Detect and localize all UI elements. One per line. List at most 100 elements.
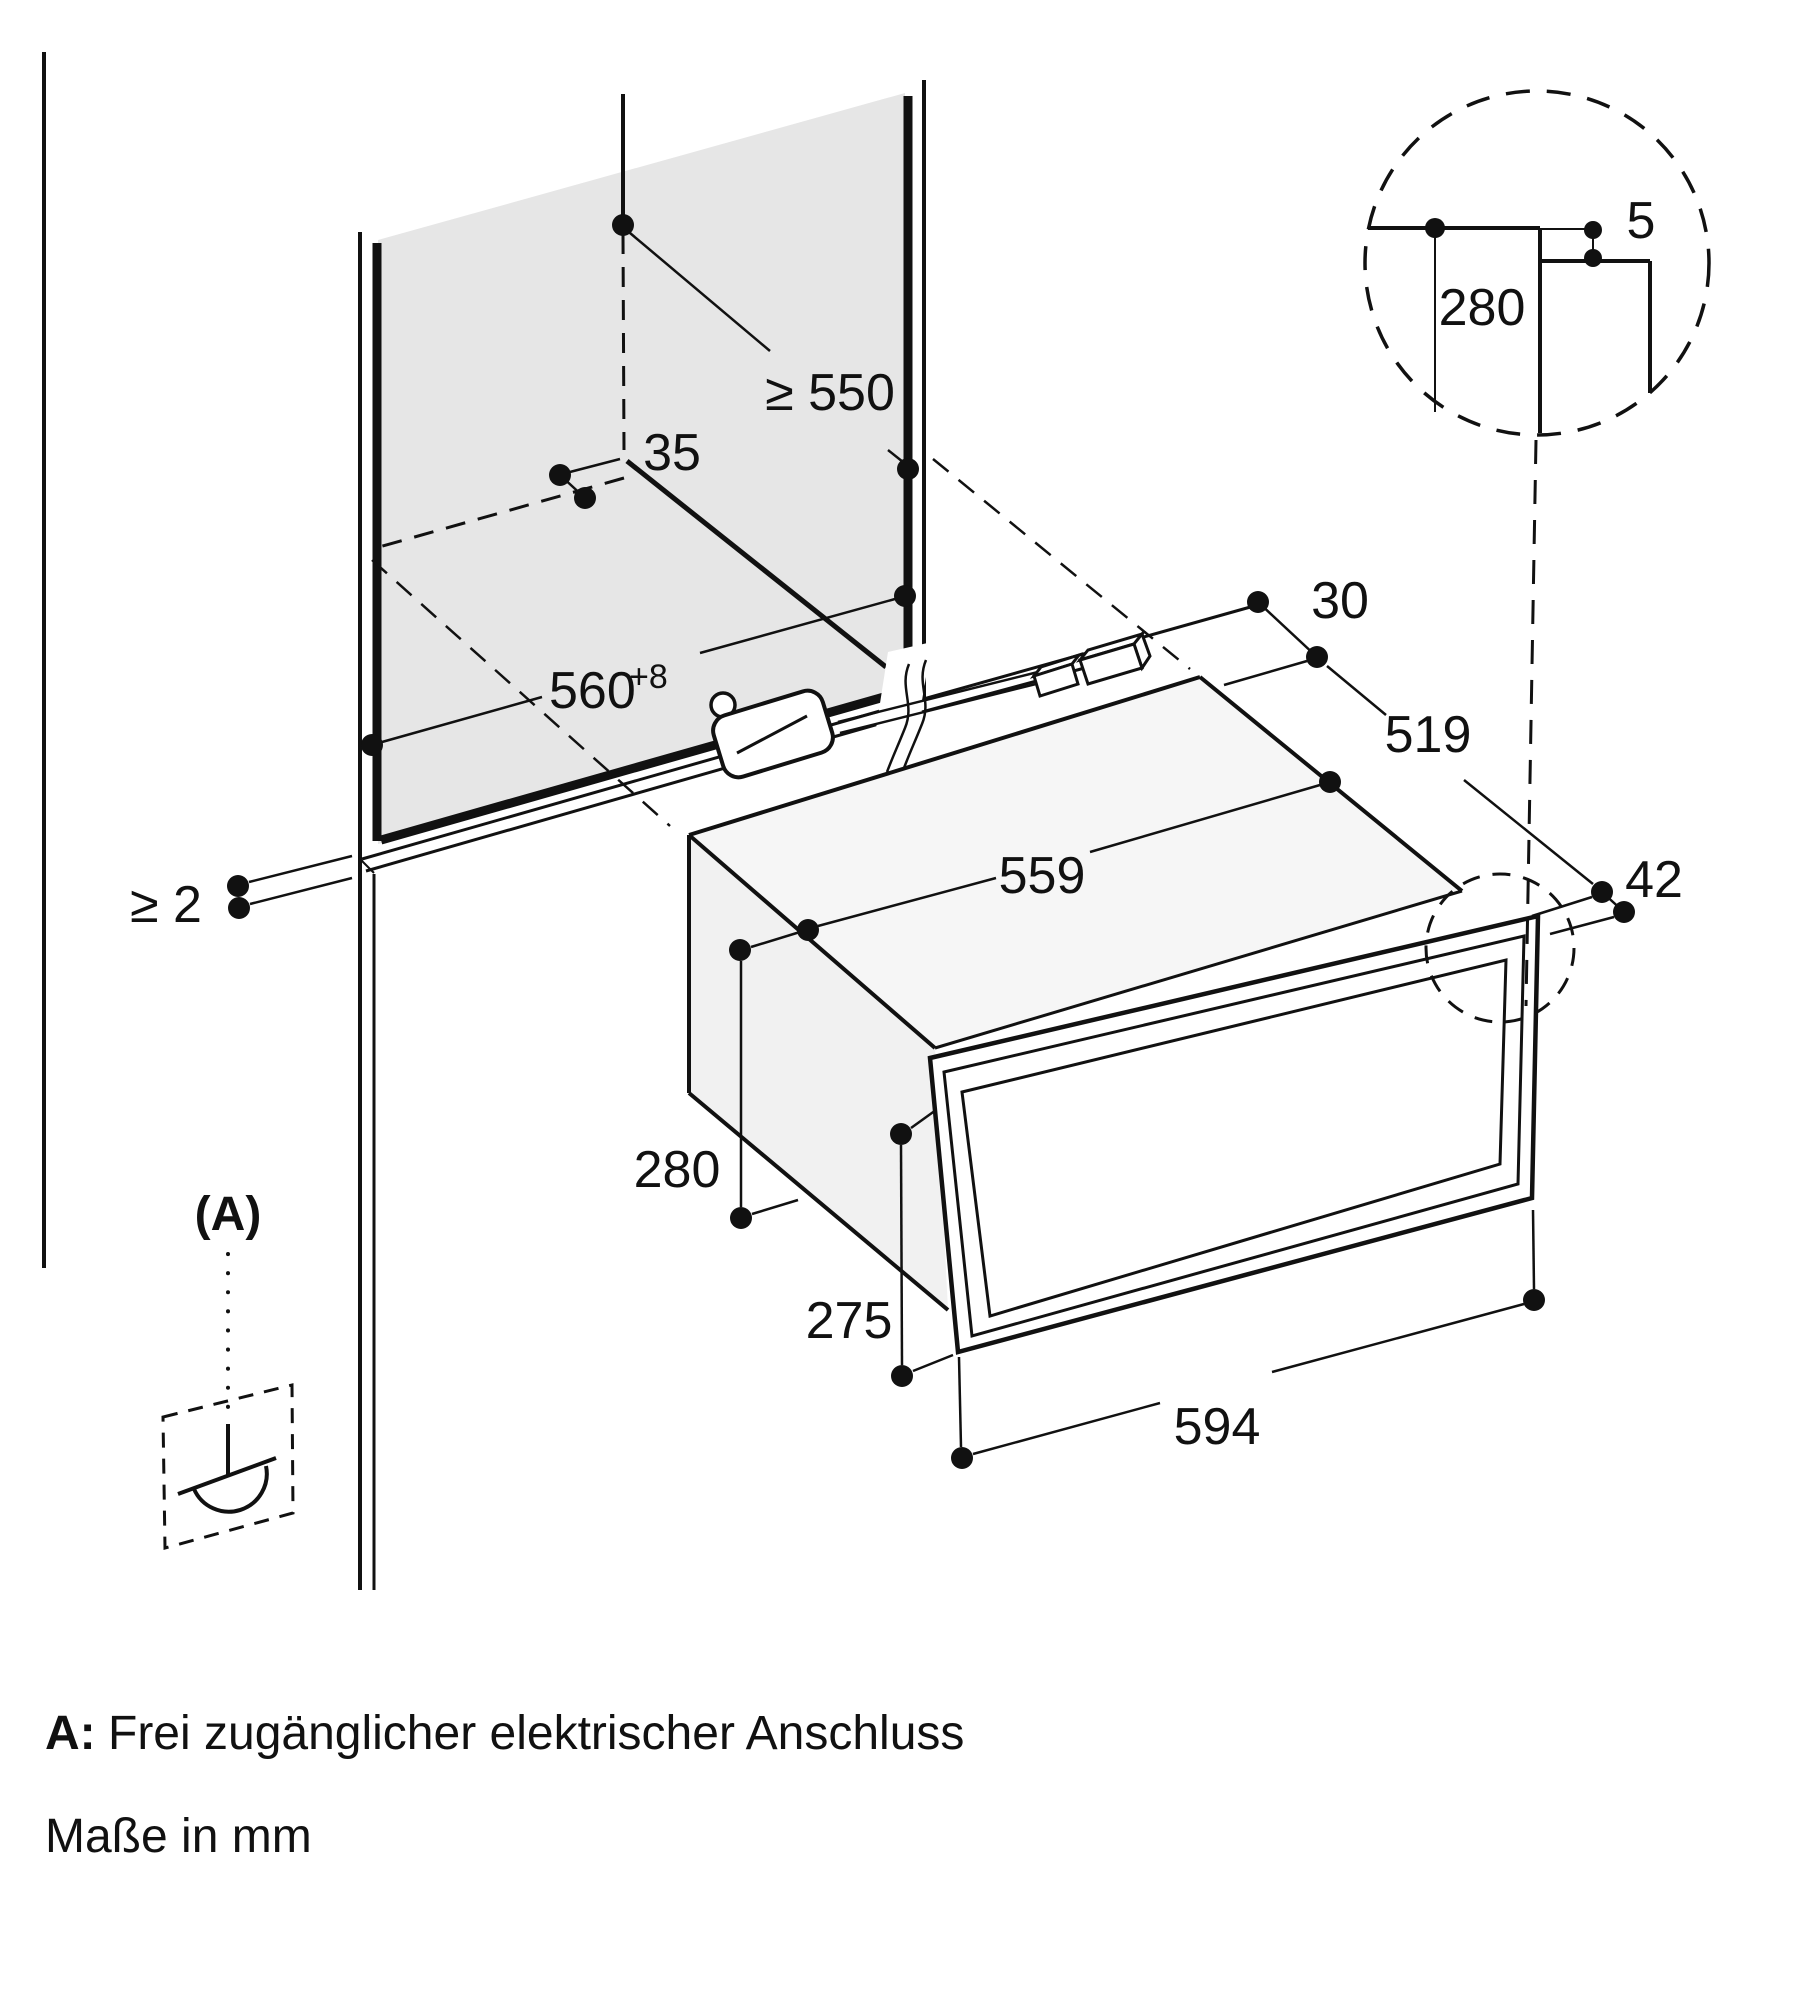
dimension-labels: ≥ 550 35 560 +8 ≥ 2 30 519 42 559 280 27… <box>130 192 1683 1456</box>
front-frame-middle <box>942 934 1526 1338</box>
point-front-height-bottom <box>891 1365 913 1387</box>
point-detail-overlap-a <box>1584 221 1602 239</box>
dim-body-depth-seg2 <box>1463 779 1594 885</box>
dim-front-gap-leader2 <box>249 876 353 906</box>
point-body-height-bottom <box>730 1207 752 1229</box>
label-frame-offset: 42 <box>1625 851 1683 909</box>
power-cable-upper <box>837 670 1039 724</box>
front-frame-outer <box>927 913 1541 1355</box>
legend-key: A: <box>45 1707 96 1760</box>
front-frame-inner-door <box>960 958 1508 1318</box>
label-rear-clearance: 35 <box>643 424 701 482</box>
counter-and-cable <box>709 604 1255 782</box>
appliance-top-face <box>689 677 1462 1048</box>
point-front-width-left <box>951 1447 973 1469</box>
label-detail-height: 280 <box>1439 279 1526 337</box>
detail-views <box>1363 89 1711 1024</box>
label-front-height: 275 <box>806 1292 893 1350</box>
dim-frame-offset-ext2 <box>1549 915 1615 936</box>
break-mask <box>868 642 932 782</box>
point-front-width-right <box>1523 1289 1545 1311</box>
dim-front-height-leader-top <box>910 1108 937 1130</box>
point-body-height-top <box>729 939 751 961</box>
power-cable-lower <box>839 681 1041 735</box>
point-body-width-right <box>1319 771 1341 793</box>
detail-zoom-circle <box>1363 89 1711 437</box>
dim-body-width-seg1 <box>817 876 997 928</box>
appliance-side-bottom-edge <box>687 1091 950 1312</box>
dim-niche-width-seg1 <box>381 695 543 744</box>
grommet-edge <box>736 714 808 755</box>
break-squiggle-left <box>885 663 911 773</box>
cable-grommet <box>709 688 835 780</box>
point-body-width-left <box>797 919 819 941</box>
niche-hidden-corner-line <box>621 233 626 451</box>
legend: A: Frei zugänglicher elektrischer Anschl… <box>45 1707 964 1863</box>
projection-line-left <box>371 559 671 827</box>
point-frame-offset-a <box>1591 881 1613 903</box>
dim-front-width-ext-left <box>957 1356 963 1448</box>
dim-plug-offset-line <box>1257 601 1318 658</box>
niche-floor-corner-join <box>359 858 375 874</box>
dim-front-width-seg1 <box>972 1401 1161 1456</box>
point-niche-depth-top <box>612 214 634 236</box>
point-frame-offset-b <box>1613 901 1635 923</box>
point-rear-clearance-b <box>574 487 596 509</box>
dim-body-height-leader-bottom <box>751 1198 799 1216</box>
point-front-height-top <box>890 1123 912 1145</box>
label-body-height: 280 <box>634 1141 721 1199</box>
niche-back-panel <box>378 93 905 844</box>
detail-source-circle <box>1424 872 1576 1024</box>
dimension-lines <box>248 232 1625 1456</box>
dim-body-width-seg2 <box>1089 783 1321 854</box>
label-front-gap: ≥ 2 <box>130 876 202 934</box>
appliance <box>687 675 1541 1355</box>
dim-body-depth-seg1 <box>1326 665 1387 716</box>
measurement-points <box>227 214 1635 1469</box>
dim-rear-clearance-leader <box>565 457 621 475</box>
dim-niche-depth-seg2 <box>887 449 904 463</box>
point-front-gap-b <box>228 897 250 919</box>
detail-link-line <box>1524 439 1538 1007</box>
point-niche-width-right <box>894 585 916 607</box>
dim-front-width-ext-right <box>1531 1209 1536 1290</box>
point-niche-width-left <box>361 734 383 756</box>
point-plug-offset-a <box>1247 591 1269 613</box>
electrical-callout: (A) <box>161 1188 295 1550</box>
dim-front-height-leader-bottom <box>912 1353 954 1373</box>
label-front-width: 594 <box>1174 1398 1261 1456</box>
socket-outline-box <box>161 1383 295 1550</box>
dim-front-height-line <box>899 1144 904 1366</box>
niche-floor-back-edge <box>625 459 888 669</box>
point-plug-offset-b <box>1306 646 1328 668</box>
dim-front-width-seg2 <box>1271 1302 1525 1374</box>
break-squiggle-right <box>902 659 928 769</box>
socket-plate-line <box>177 1456 277 1496</box>
legend-text: Frei zugänglicher elektrischer Anschluss <box>108 1707 964 1760</box>
projection-line-right <box>932 458 1191 670</box>
label-body-width: 559 <box>999 847 1086 905</box>
callout-label: (A) <box>195 1188 262 1241</box>
point-rear-clearance-a <box>549 464 571 486</box>
dim-niche-depth-seg1 <box>629 232 771 352</box>
point-niche-depth-bottom <box>897 458 919 480</box>
dim-plug-offset-ext <box>1223 659 1308 687</box>
projection-lines <box>371 458 1191 827</box>
label-niche-depth: ≥ 550 <box>765 364 895 422</box>
plug-connector-front <box>1032 662 1080 698</box>
label-body-depth: 519 <box>1385 706 1472 764</box>
appliance-top-back-edge <box>688 675 1201 837</box>
label-detail-overlap: 5 <box>1627 192 1656 250</box>
label-niche-width: 560 <box>549 662 636 720</box>
label-niche-width-tolerance: +8 <box>629 658 668 696</box>
plug-body-front <box>1078 642 1144 686</box>
point-front-gap-a <box>227 875 249 897</box>
appliance-side-face <box>689 835 948 1310</box>
label-plug-offset: 30 <box>1311 572 1369 630</box>
units-note: Maße in mm <box>45 1810 312 1863</box>
point-detail-height <box>1425 218 1445 238</box>
appliance-top-left-edge <box>687 833 937 1050</box>
socket-arc <box>192 1465 269 1514</box>
